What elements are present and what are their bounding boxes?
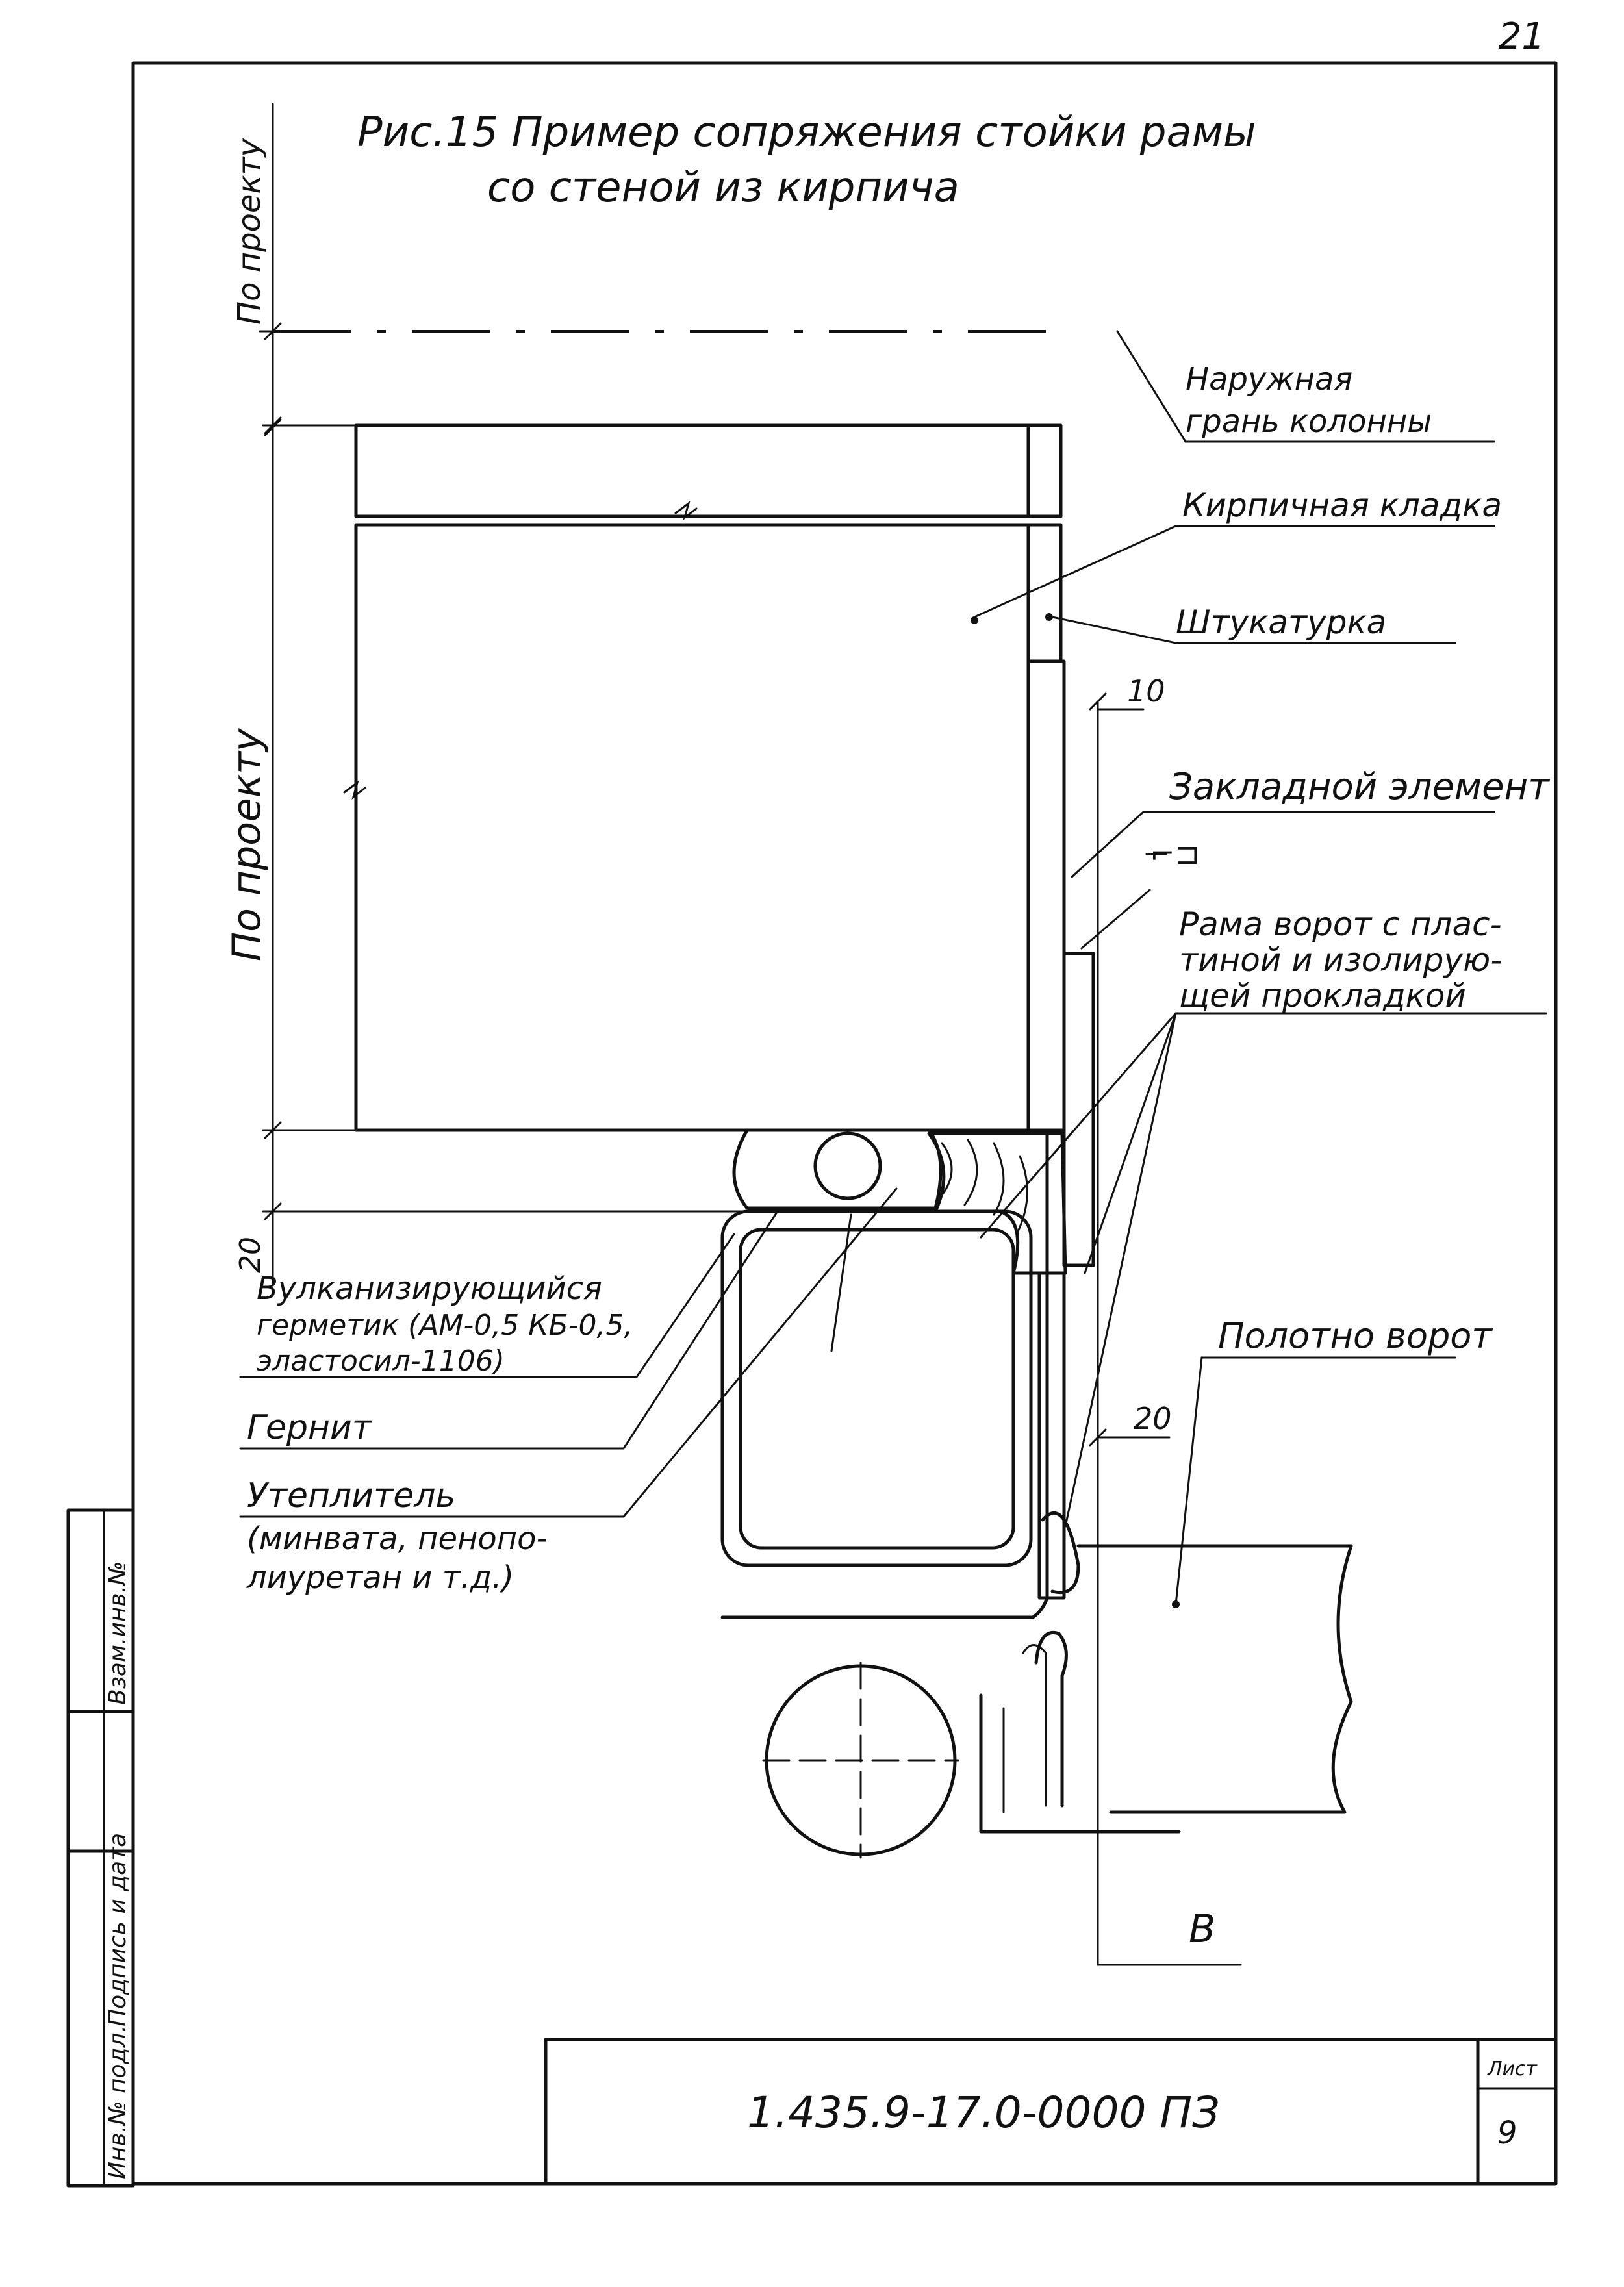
stamp-cell-3: Взам.инв.№ [105,1561,131,1705]
left-dimension [262,416,748,1284]
label-frame-3: щей прокладкой [1179,977,1466,1015]
axis-label-b: B [1189,1906,1215,1952]
title-line-2: со стеной из кирпича [487,164,959,212]
dim-10: 10 [1127,674,1165,709]
break-mark [343,780,366,800]
stamp-cell-1: Инв.№ подл. [105,2025,131,2179]
dim-top-left: По проекту [231,138,268,325]
leaders [239,330,1547,1606]
stamp-cell-2: Подпись и дата [105,1833,131,2027]
label-plaster: Штукатурка [1176,603,1386,641]
marker-dot [1172,1600,1180,1608]
label-frame-1: Рама ворот с плас- [1179,905,1502,943]
door-leaf [1076,1544,1353,1814]
break-mark [674,501,698,520]
title-line-1: Рис.15 Пример сопряжения стойки рамы [357,108,1256,157]
label-embedded: Закладной элемент [1169,766,1550,808]
label-insulation-1: Утеплитель [247,1476,455,1515]
title-block [544,2038,1558,2186]
frame-tube-outer [720,1209,1033,1567]
label-column-face-1: Наружная [1186,361,1352,398]
label-gernit: Гернит [247,1408,373,1447]
label-profile-mark: ⌐⊐ [1150,836,1200,871]
label-sealant-2: герметик (АМ-0,5 КБ-0,5, [257,1309,633,1342]
label-column-face-2: грань колонны [1186,403,1432,440]
sheet-label: Лист [1487,2058,1538,2080]
label-sealant-1: Вулканизирующийся [257,1270,602,1307]
embedded-element [1026,659,1066,1132]
frame-tube-inner [739,1228,1015,1550]
label-insulation-3: лиуретан и т.д.) [246,1560,514,1596]
label-brickwork: Кирпичная кладка [1182,486,1502,524]
label-frame-2: тиной и изолирую- [1179,941,1502,979]
plaster-main [1026,523,1063,663]
marker-dot [971,616,978,624]
embedded-plate [1062,952,1095,1267]
door-angle [979,1693,1181,1834]
door-hinge [1034,1631,1068,1808]
doc-code: 1.435.9-17.0-0000 ПЗ [747,2088,1219,2138]
dim-20: 20 [1134,1401,1172,1436]
gasket [1037,1271,1066,1600]
sheet-number: 9 [1497,2115,1517,2151]
dim-left-main: По проекту [224,727,270,961]
plaster-top [1026,423,1063,518]
brick-wall-top [354,423,1030,518]
seal-bulb [1041,1511,1080,1594]
brick-wall-main [354,523,1030,1132]
label-insulation-2: (минвата, пенопо- [247,1521,548,1557]
label-door-leaf: Полотно ворот [1218,1315,1493,1356]
page-number: 21 [1499,16,1545,58]
label-sealant-3: эластосил-1106) [257,1345,505,1378]
stamp-column [66,1508,135,2188]
marker-dot [1045,613,1053,621]
gernit-cord [813,1131,882,1200]
dim-left-small: 20 [234,1237,267,1273]
